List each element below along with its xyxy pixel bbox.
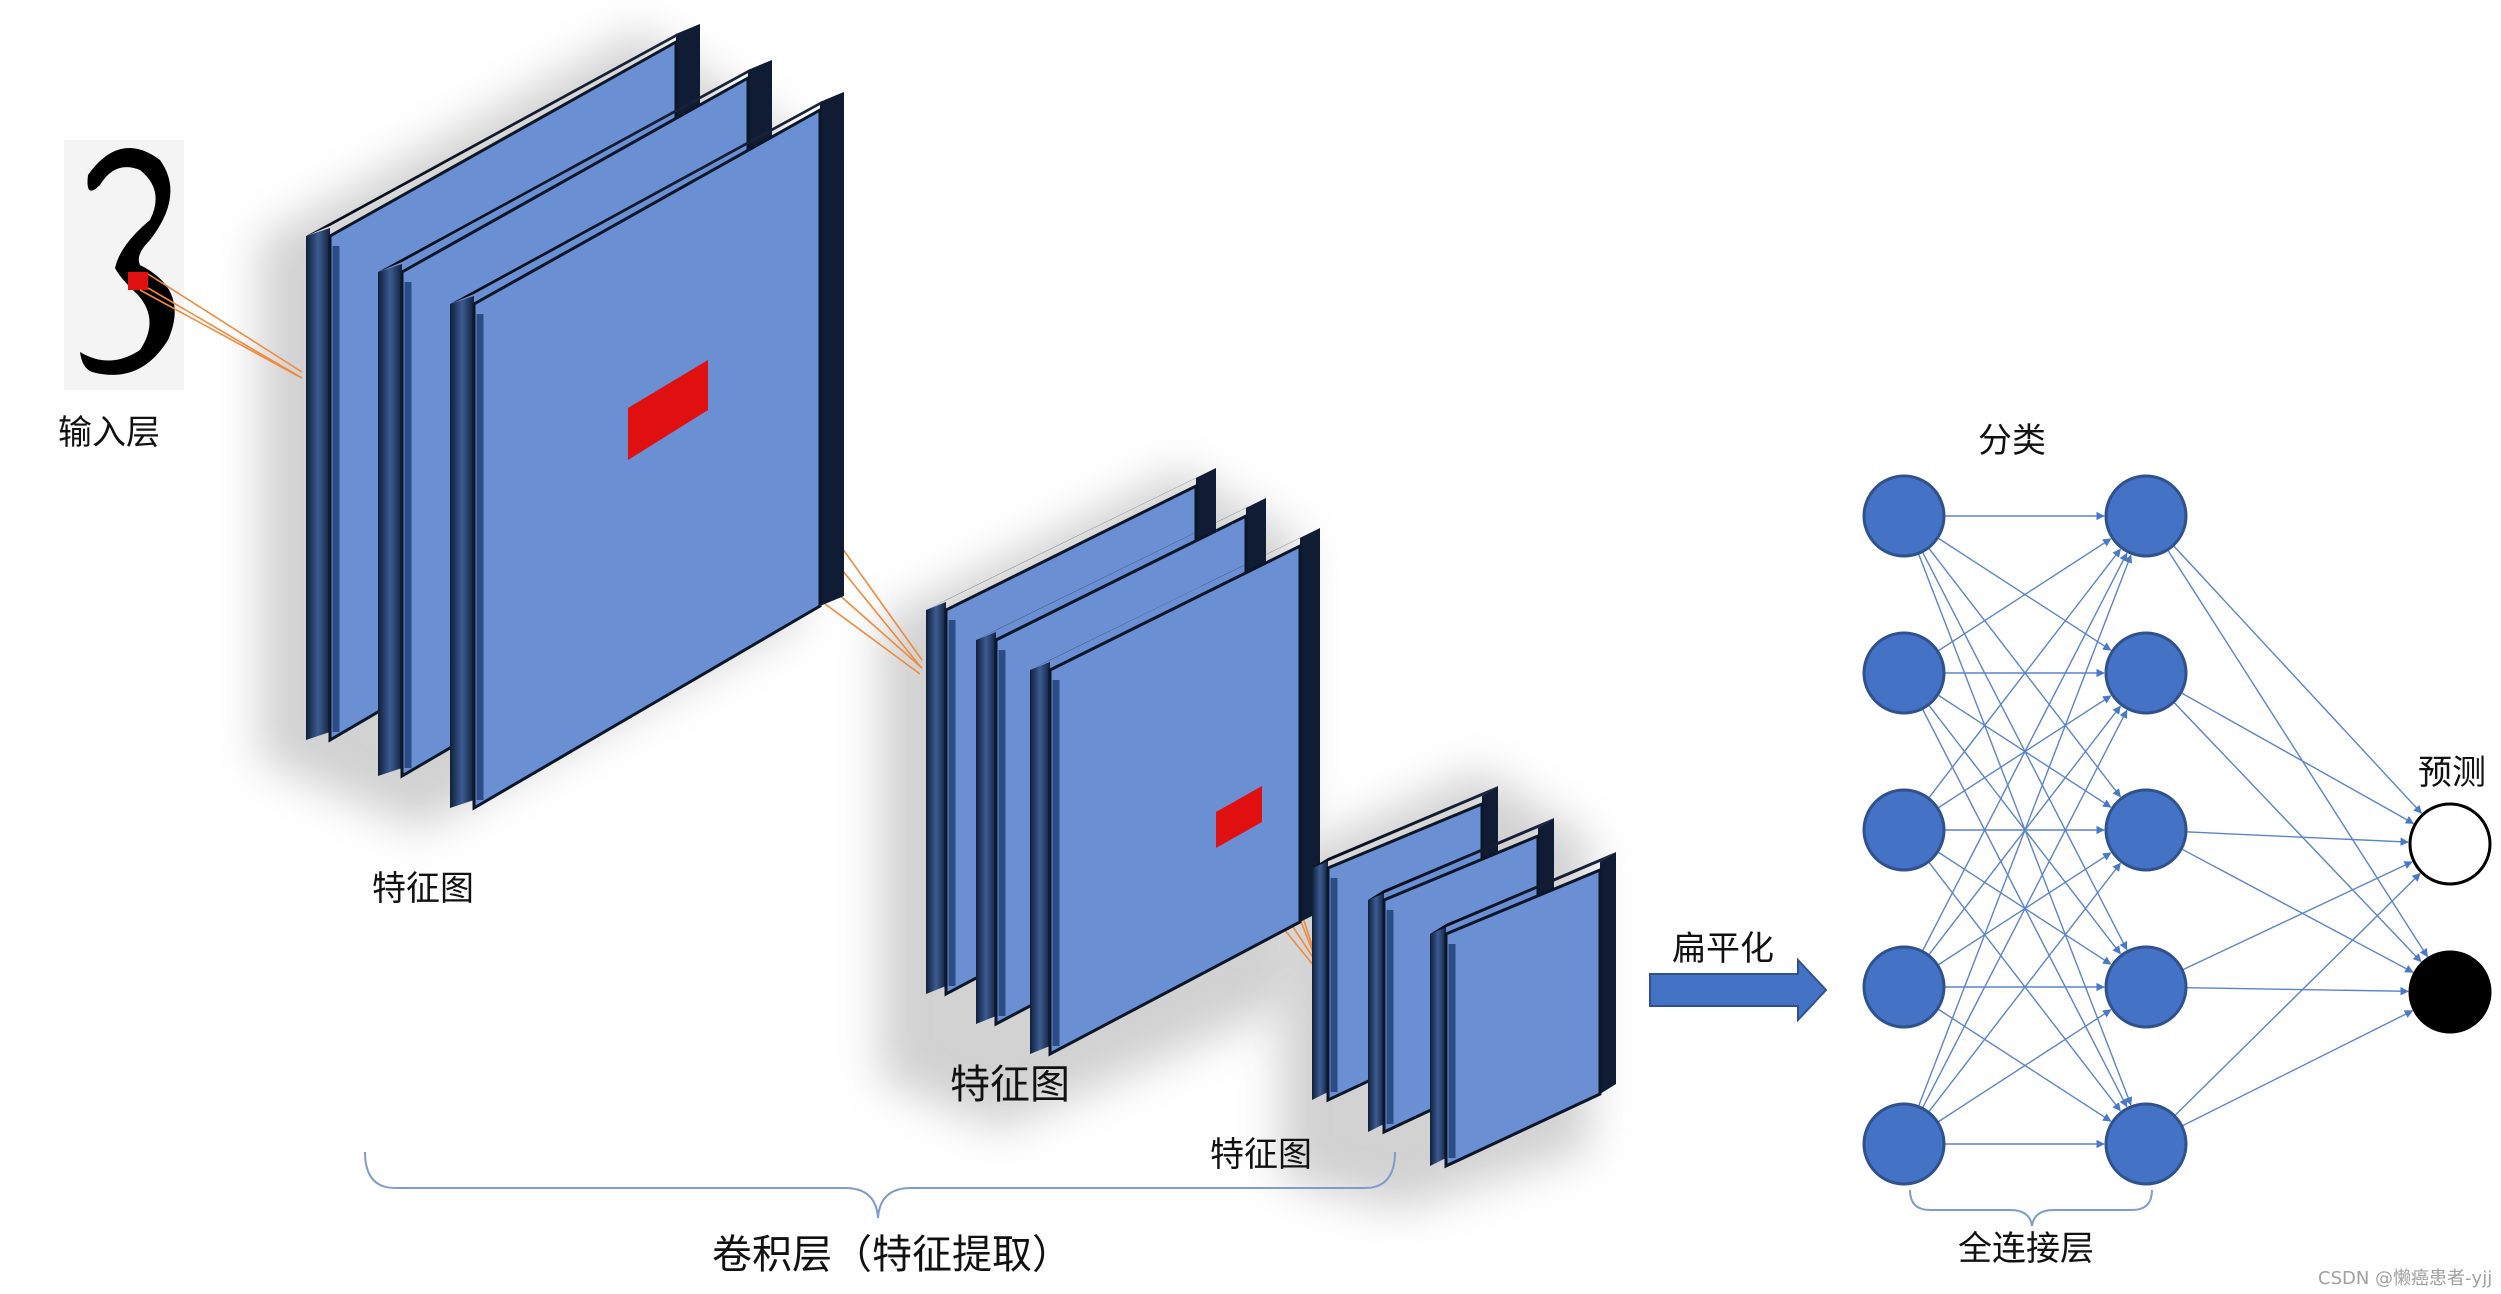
predict-label: 预测	[2418, 753, 2486, 793]
fc-node-l2-3	[2104, 788, 2188, 872]
flatten-label: 扁平化	[1672, 929, 1774, 969]
fc-node-l1-3	[1862, 788, 1946, 872]
fc-edge-1-0-0	[2172, 544, 2423, 814]
fc-node-l1-2	[1862, 631, 1946, 715]
fc-edge-0-1-3	[1927, 704, 2121, 955]
conv-layer-brace	[364, 1151, 1396, 1219]
input-layer-label: 输入层	[58, 413, 160, 453]
fc-edge-0-2-0	[1927, 548, 2121, 799]
fc-layer-brace	[1909, 1189, 2153, 1227]
fc-node-l1-5	[1862, 1102, 1946, 1186]
output-node-1	[2408, 802, 2492, 886]
fc-node-l1-1	[1862, 474, 1946, 558]
fc-edge-1-4-0	[2173, 872, 2421, 1117]
fc-edge-0-1-2	[1937, 694, 2112, 808]
fc-edge-1-2-1	[2180, 848, 2414, 973]
fc-edge-1-2-0	[2185, 831, 2409, 846]
fc-edges	[1917, 511, 2428, 1149]
fc-edge-1-3-1	[2185, 986, 2409, 996]
fc-node-l2-4	[2104, 945, 2188, 1029]
fc-edge-1-3-0	[2181, 861, 2413, 971]
output-node-2	[2408, 950, 2492, 1034]
feature-map-label-2: 特征图	[950, 1062, 1070, 1108]
fc-edge-0-1-0	[1937, 538, 2112, 652]
fc-edge-0-0-2	[1927, 547, 2121, 798]
fc-edge-1-1-1	[2173, 701, 2422, 963]
flatten-arrow	[1649, 957, 1828, 1023]
fc-edge-1-1-0	[2180, 692, 2415, 825]
feature-map-label-1: 特征图	[372, 869, 474, 909]
fc-edge-0-4-0	[1917, 554, 2133, 1107]
fc-layer-label: 全连接层	[1958, 1229, 2094, 1269]
fc-edge-1-4-1	[2181, 1010, 2414, 1127]
feature-map-1-layer-c	[450, 92, 844, 811]
fc-edge-0-3-4	[1937, 1008, 2112, 1122]
fc-edge-0-3-0	[1921, 552, 2128, 952]
fc-node-l2-1	[2104, 474, 2188, 558]
receptive-field-input	[128, 272, 148, 290]
fc-edge-0-4-3	[1937, 1009, 2112, 1123]
feature-map-label-3: 特征图	[1210, 1135, 1312, 1175]
fc-node-l2-2	[2104, 631, 2188, 715]
fc-node-l2-5	[2104, 1102, 2188, 1186]
fc-node-l1-4	[1862, 945, 1946, 1029]
receptive-field-map-1	[628, 360, 708, 460]
feature-map-2-layer-c	[1030, 528, 1320, 1057]
fc-edge-0-4-1	[1921, 709, 2128, 1109]
fc-edge-0-2-4	[1927, 861, 2121, 1112]
receptive-field-map-2	[1216, 786, 1262, 848]
watermark: CSDN @懒癌患者-yjj	[2318, 1268, 2492, 1289]
fc-nodes	[1862, 474, 2492, 1186]
fc-edge-1-0-1	[2166, 549, 2428, 958]
feature-map-3-layer-c	[1430, 852, 1616, 1169]
fc-edge-0-0-1	[1937, 537, 2112, 651]
fc-edge-0-4-2	[1927, 862, 2121, 1113]
fc-edge-0-2-3	[1937, 851, 2112, 965]
conv-layer-label: 卷积层（特征提取）	[712, 1232, 1072, 1278]
classify-label: 分类	[1978, 421, 2046, 461]
input-digit-image	[64, 140, 184, 390]
